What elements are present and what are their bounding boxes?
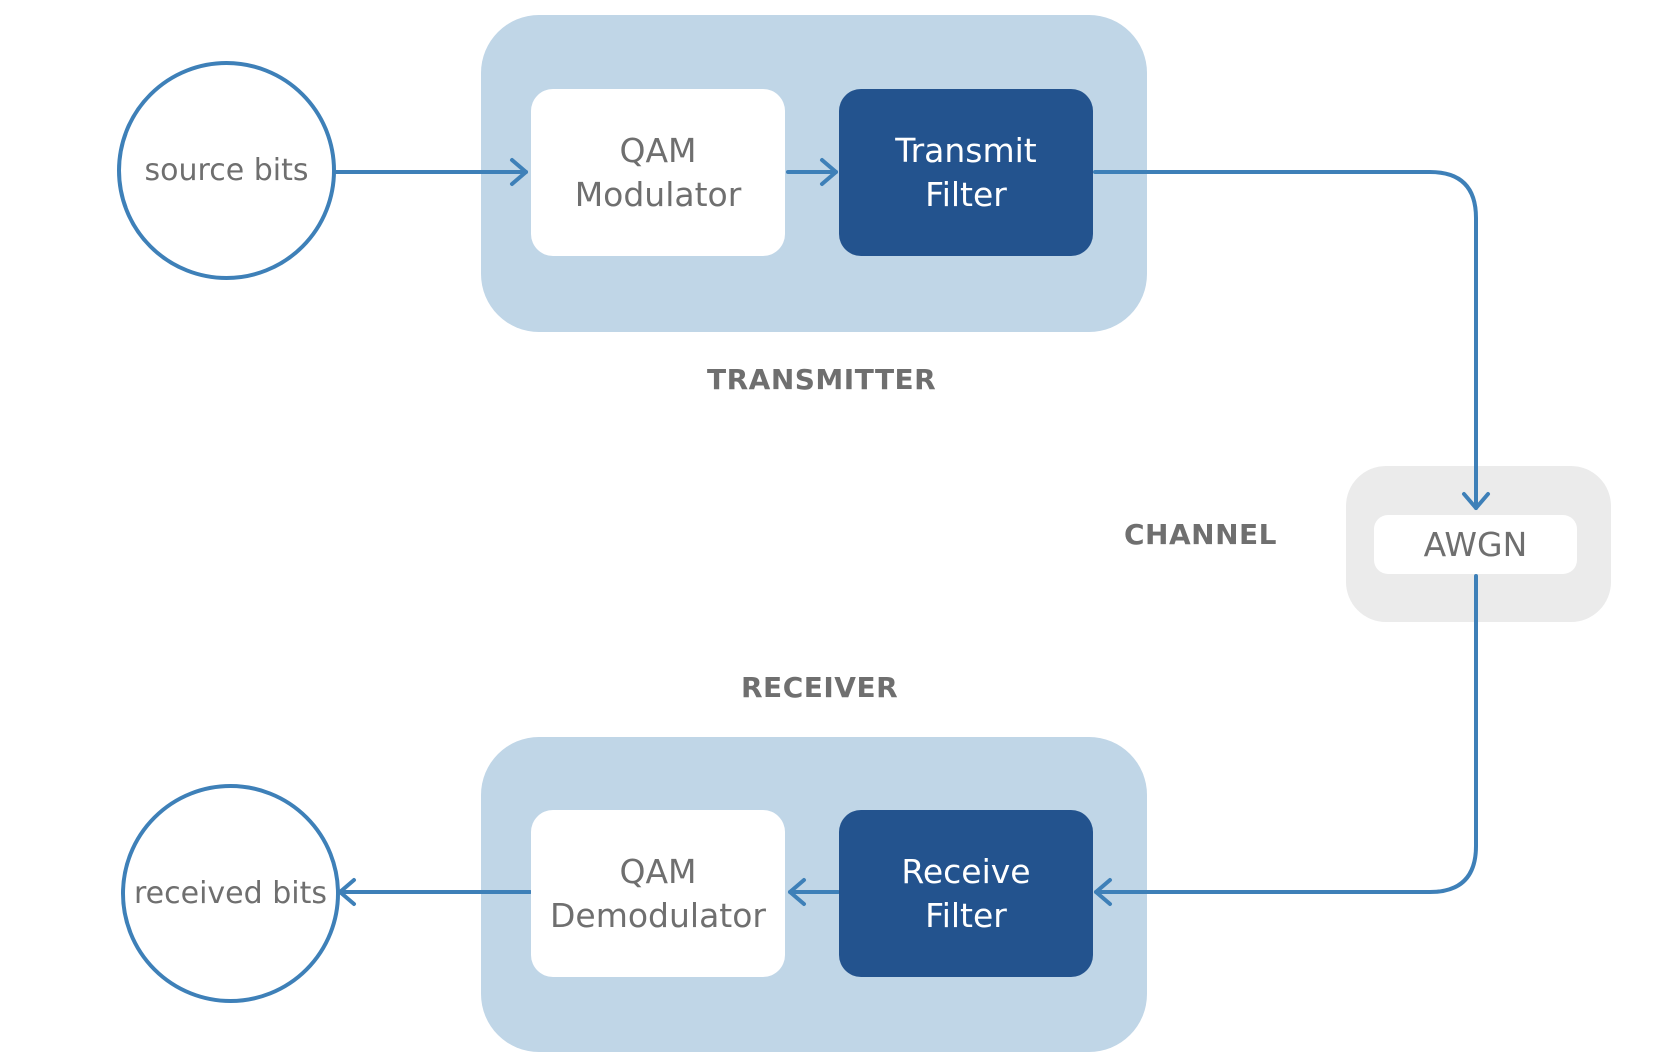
transmitter-label: TRANSMITTER — [707, 363, 937, 396]
receiver-label: RECEIVER — [741, 671, 899, 704]
qam-modulator-block: QAM Modulator — [531, 89, 785, 256]
arrowhead-modulator-icon — [510, 158, 528, 186]
qam-demodulator-line-2: Demodulator — [550, 895, 766, 935]
arrowhead-awgn-icon — [1462, 492, 1490, 510]
transmit-filter-line-2: Filter — [925, 174, 1007, 214]
arrowhead-demodulator-icon — [788, 878, 806, 906]
received-bits-label: received bits — [134, 876, 327, 911]
channel-label: CHANNEL — [1124, 518, 1277, 551]
source-bits-label: source bits — [144, 153, 309, 188]
arrowhead-rx-filter-icon — [1094, 878, 1112, 906]
source-bits-node: source bits — [117, 61, 336, 280]
qam-demodulator-line-1: QAM — [619, 851, 697, 891]
receive-filter-line-1: Receive — [901, 851, 1031, 891]
transmit-filter-line-1: Transmit — [895, 130, 1037, 170]
qam-modulator-line-1: QAM — [619, 130, 697, 170]
transmit-filter-block: Transmit Filter — [839, 89, 1093, 256]
awgn-label: AWGN — [1423, 524, 1528, 564]
arrowhead-received-icon — [338, 878, 356, 906]
wire-awgn-to-rx-filter — [1094, 574, 1478, 894]
receive-filter-line-2: Filter — [925, 895, 1007, 935]
awgn-block: AWGN — [1374, 515, 1577, 574]
wire-tx-filter-to-awgn — [1093, 170, 1478, 510]
receive-filter-block: Receive Filter — [839, 810, 1093, 977]
qam-modulator-line-2: Modulator — [574, 174, 742, 214]
arrowhead-tx-filter-icon — [820, 158, 838, 186]
received-bits-node: received bits — [121, 784, 340, 1003]
qam-demodulator-block: QAM Demodulator — [531, 810, 785, 977]
